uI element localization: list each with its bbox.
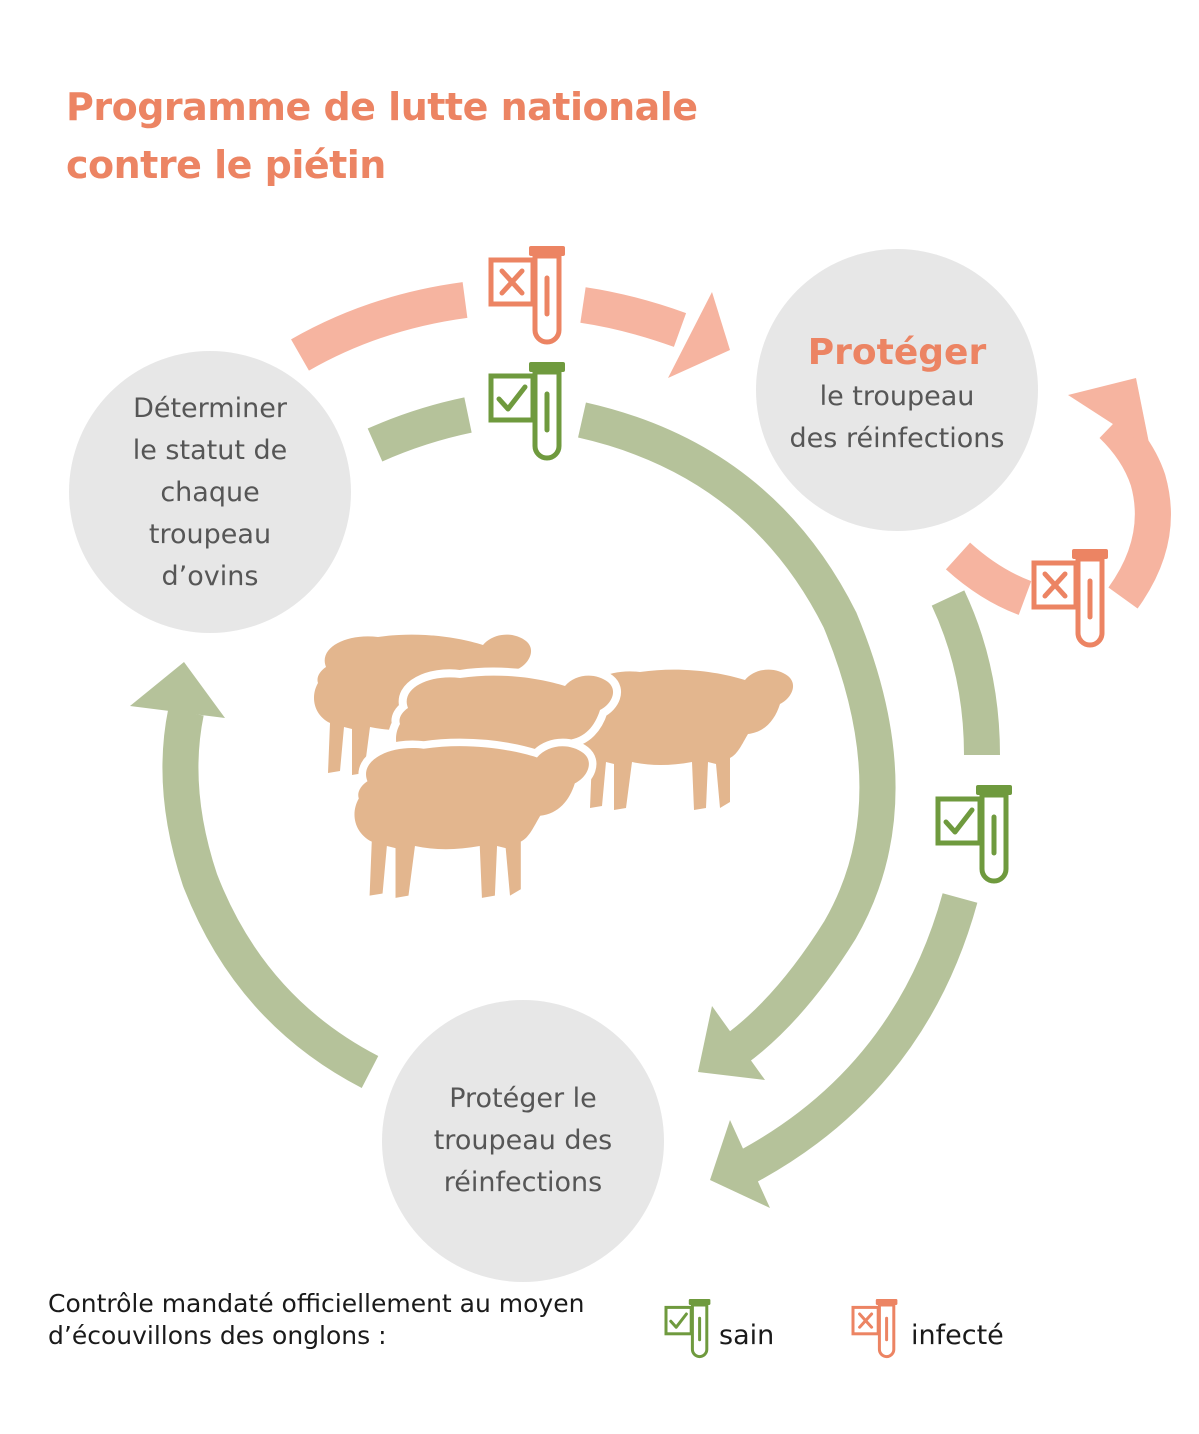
sheep-icon [354,746,588,898]
node-protect-top-circle [756,249,1038,531]
test-tube-cross-icon [491,246,565,342]
node-determine-line: le statut de [132,435,288,466]
infected-arrow-right-loop [945,378,1171,615]
node-protect-bottom-line: réinfections [443,1167,603,1198]
test-tube-cross-icon [1034,549,1108,645]
node-determine-circle [69,351,351,633]
node-protect-top-label: Protéger le troupeau des réinfections [767,330,1027,460]
legend-description: Contrôle mandaté officiellement au moyen… [48,1288,584,1352]
legend-description-line: Contrôle mandaté officiellement au moyen [48,1289,585,1318]
legend-infected-label: infecté [911,1320,1004,1351]
node-protect-top-heading: Protéger [807,332,987,373]
page-title: Programme de lutte nationale contre le p… [66,78,698,194]
healthy-arrow-right [710,590,1000,1208]
node-protect-top-line: des réinfections [789,423,1005,454]
node-determine-line: d’ovins [161,561,259,592]
title-line-2: contre le piétin [66,143,386,187]
sheep-flock [314,634,794,898]
node-determine-line: troupeau [148,519,272,550]
legend-healthy-icon [664,1297,712,1359]
legend-healthy-label: sain [719,1320,775,1351]
test-tube-check-icon [938,785,1012,881]
node-protect-bottom-label: Protéger le troupeau des réinfections [393,1078,653,1204]
test-tube-check-icon [491,362,565,458]
node-protect-bottom-circle [382,1000,664,1282]
node-protect-bottom-line: Protéger le [449,1083,597,1114]
legend-description-line: d’écouvillons des onglons : [48,1321,387,1350]
node-protect-top-line: le troupeau [819,381,975,412]
infected-arrow-top [291,282,730,378]
healthy-arrow-left [130,662,379,1088]
node-determine-label: Déterminer le statut de chaque troupeau … [80,388,340,598]
healthy-arrow-main [367,397,896,1080]
node-protect-bottom-line: troupeau des [433,1125,613,1156]
legend-infected-icon [851,1297,899,1359]
node-determine-line: chaque [160,477,260,508]
node-determine-line: Déterminer [133,393,287,424]
title-line-1: Programme de lutte nationale [66,85,698,129]
